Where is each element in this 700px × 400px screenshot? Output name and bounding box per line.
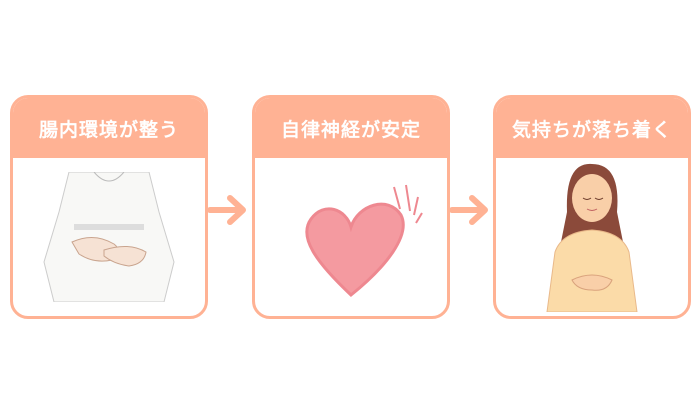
heart-illustration bbox=[305, 184, 423, 297]
step-card-gut: 腸内環境が整う bbox=[10, 95, 208, 319]
step-card-calm: 気持ちが落ち着く bbox=[493, 95, 691, 319]
step-title: 腸内環境が整う bbox=[13, 98, 205, 158]
woman-holding-belly-illustration bbox=[43, 172, 175, 302]
arrow-right-icon bbox=[450, 195, 488, 225]
calm-woman-illustration bbox=[546, 163, 638, 312]
step-title: 自律神経が安定 bbox=[255, 98, 447, 158]
arrow-right-icon bbox=[208, 195, 246, 225]
step-title: 気持ちが落ち着く bbox=[496, 98, 688, 158]
step-card-nerves: 自律神経が安定 bbox=[252, 95, 450, 319]
